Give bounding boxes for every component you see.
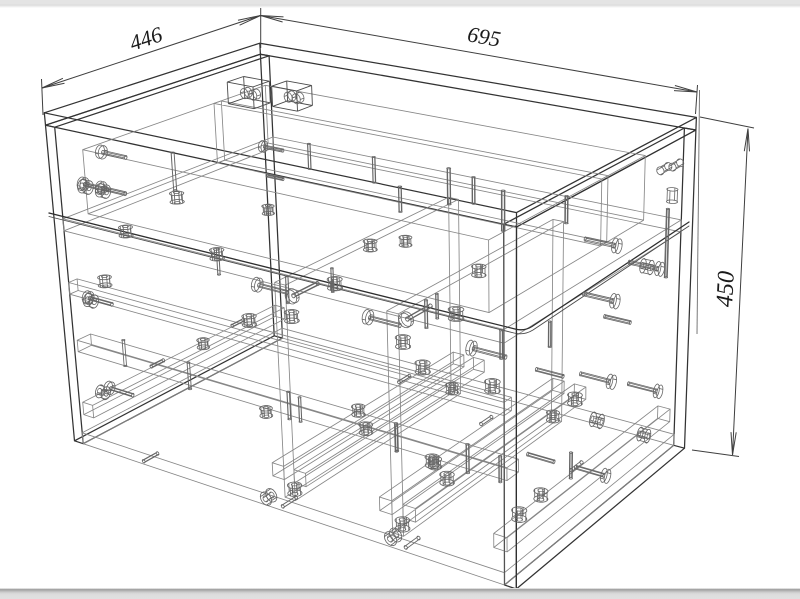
svg-text:695: 695 [466, 21, 503, 51]
svg-text:446: 446 [126, 21, 165, 55]
svg-text:450: 450 [712, 270, 740, 307]
